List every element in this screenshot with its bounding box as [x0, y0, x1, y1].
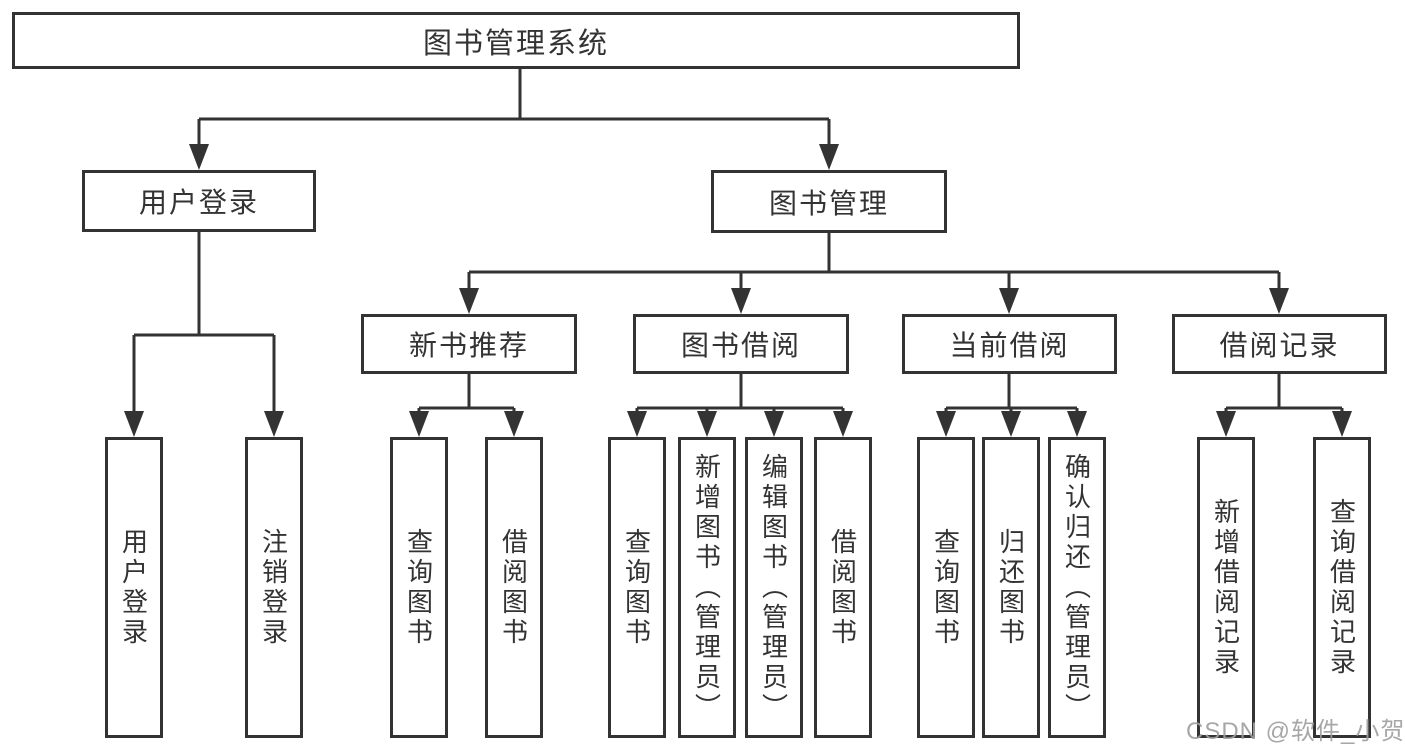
- node-label: 查询图书: [930, 527, 961, 648]
- node-label: 新增图书（管理员）: [691, 452, 722, 723]
- node-leaf-borrow-books-recommend: 借阅图书: [485, 437, 543, 738]
- node-leaf-add-borrow-record: 新增借阅记录: [1197, 437, 1255, 738]
- node-leaf-query-books-recommend: 查询图书: [390, 437, 448, 738]
- node-label: 查询图书: [403, 527, 434, 648]
- node-label: 借阅图书: [498, 527, 529, 648]
- connector-current-borrow-to-leaves: [936, 374, 1087, 437]
- node-leaf-return-book: 归还图书: [982, 437, 1040, 738]
- node-label: 借阅记录: [1219, 330, 1340, 361]
- node-label: 编辑图书（管理员）: [758, 452, 789, 723]
- node-label: 图书管理: [768, 187, 889, 219]
- node-borrow-records: 借阅记录: [1172, 314, 1387, 374]
- node-label: 查询借阅记录: [1326, 497, 1357, 678]
- node-leaf-borrow-books: 借阅图书: [814, 437, 872, 738]
- connector-borrow-records-to-leaves: [1216, 374, 1352, 437]
- node-label: 新书推荐: [408, 330, 529, 361]
- node-label: 图书借阅: [680, 330, 801, 361]
- node-label: 新增借阅记录: [1210, 497, 1241, 678]
- watermark-text: CSDN @软件_小贺同学: [1186, 718, 1405, 745]
- node-leaf-query-books-current: 查询图书: [917, 437, 975, 738]
- node-label: 注销登录: [258, 527, 289, 648]
- node-leaf-add-book-admin: 新增图书（管理员）: [678, 437, 736, 738]
- connector-new-book-recommend-to-leaves: [409, 374, 524, 437]
- node-leaf-edit-book-admin: 编辑图书（管理员）: [745, 437, 803, 738]
- node-label: 查询图书: [621, 527, 652, 648]
- node-book-management: 图书管理: [711, 170, 947, 233]
- node-leaf-query-books-borrow: 查询图书: [608, 437, 666, 738]
- node-label: 用户登录: [138, 187, 259, 218]
- connector-root-to-level2: [189, 68, 839, 170]
- node-label: 当前借阅: [949, 330, 1070, 361]
- node-label: 确认归还（管理员）: [1061, 452, 1092, 723]
- connector-user-login-to-leaves: [124, 232, 284, 437]
- node-leaf-confirm-return-admin: 确认归还（管理员）: [1048, 437, 1106, 738]
- node-user-login: 用户登录: [82, 170, 316, 232]
- node-new-book-recommend: 新书推荐: [361, 314, 577, 374]
- node-label: 归还图书: [995, 527, 1026, 648]
- node-label: 借阅图书: [827, 527, 858, 648]
- node-leaf-query-borrow-record: 查询借阅记录: [1313, 437, 1371, 738]
- node-root-system: 图书管理系统: [12, 12, 1020, 69]
- node-leaf-logout: 注销登录: [245, 437, 303, 738]
- node-label: 用户登录: [118, 527, 149, 648]
- connector-book-borrow-to-leaves: [627, 374, 853, 437]
- node-book-borrow: 图书借阅: [633, 314, 849, 374]
- node-root-label: 图书管理系统: [422, 27, 609, 60]
- connector-book-management-to-level3: [459, 233, 1289, 314]
- node-current-borrow: 当前借阅: [902, 314, 1117, 374]
- node-leaf-user-login: 用户登录: [105, 437, 163, 738]
